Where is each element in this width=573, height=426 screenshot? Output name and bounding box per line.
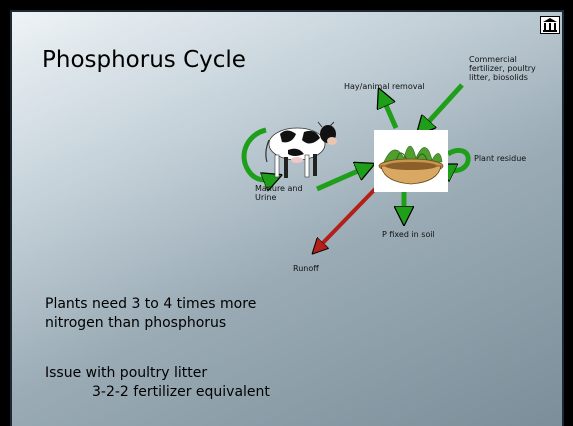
hay-removal-arrow xyxy=(382,96,396,128)
cow-image xyxy=(266,122,337,178)
runoff-label: Runoff xyxy=(293,264,319,273)
commercial-fertilizer-label: Commercial fertilizer, poultry litter, b… xyxy=(469,55,536,82)
hay-removal-label: Hay/animal removal xyxy=(344,82,425,91)
cow-loop-arrow xyxy=(244,130,274,180)
body-line-2: nitrogen than phosphorus xyxy=(45,314,226,332)
commercial-arrow xyxy=(422,85,462,129)
plant-residue-label: Plant residue xyxy=(474,154,526,163)
body-line-4: 3-2-2 fertilizer equivalent xyxy=(92,383,270,401)
plant-pot-image xyxy=(374,130,448,192)
manure-urine-label: Manure and Urine xyxy=(255,184,303,202)
slide: Phosphorus Cycle xyxy=(10,10,564,426)
body-line-1: Plants need 3 to 4 times more xyxy=(45,295,256,313)
manure-arrow xyxy=(317,167,367,189)
runoff-arrow xyxy=(317,184,380,249)
body-line-3: Issue with poultry litter xyxy=(45,364,207,382)
p-fixed-label: P fixed in soil xyxy=(382,230,435,239)
